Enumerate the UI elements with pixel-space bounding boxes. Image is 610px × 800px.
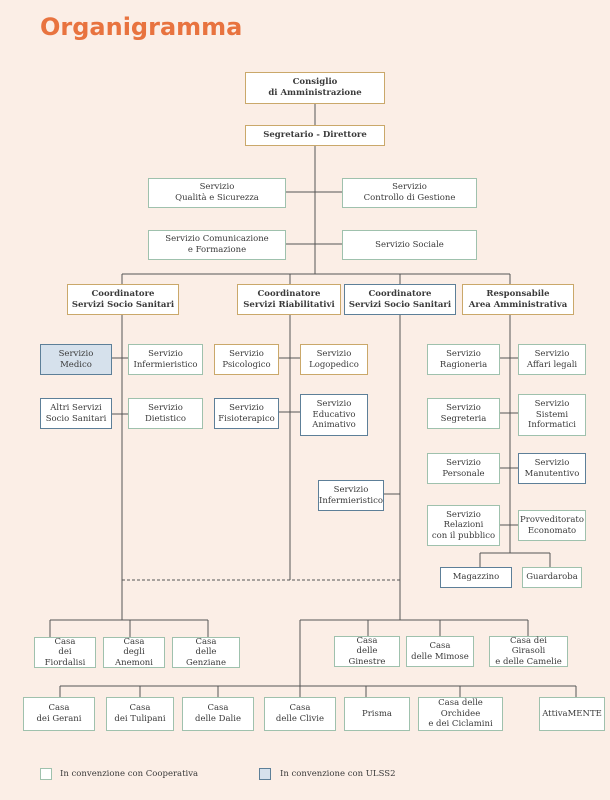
psicologico-box: Servizio Psicologico (214, 344, 279, 375)
altri-servizi-box: Altri Servizi Socio Sanitari (40, 398, 112, 429)
legend-swatch-cooperativa (40, 768, 52, 780)
casa-dalie-box: Casa delle Dalie (182, 697, 254, 731)
educativo-animativo-box: Servizio Educativo Animativo (300, 394, 368, 436)
legend-swatch-ulss (259, 768, 271, 780)
coordinatore-socio-sanitari-2: Coordinatore Servizi Socio Sanitari (344, 284, 456, 315)
page-title: Organigramma (40, 13, 243, 41)
controllo-box: Servizio Controllo di Gestione (342, 178, 477, 208)
infermieristico-box-1: Servizio Infermieristico (128, 344, 203, 375)
sistemi-informatici-box: Servizio Sistemi Informatici (518, 394, 586, 436)
casa-anemoni-box: Casa degli Anemoni (103, 637, 165, 668)
fisioterapico-box: Servizio Fisioterapico (214, 398, 279, 429)
casa-tulipani-box: Casa dei Tulipani (106, 697, 174, 731)
ragioneria-box: Servizio Ragioneria (427, 344, 500, 375)
consiglio-box: Consiglio di Amministrazione (245, 72, 385, 104)
casa-orchidee-ciclamini-box: Casa delle Orchidee e dei Ciclamini (418, 697, 503, 731)
qualita-box: Servizio Qualità e Sicurezza (148, 178, 286, 208)
casa-ginestre-box: Casa delle Ginestre (334, 636, 400, 667)
guardaroba-box: Guardaroba (522, 567, 582, 588)
comunicazione-box: Servizio Comunicazione e Formazione (148, 230, 286, 260)
affari-legali-box: Servizio Affari legali (518, 344, 586, 375)
medico-box: Servizio Medico (40, 344, 112, 375)
casa-girasoli-camelie-box: Casa dei Girasoli e delle Camelie (489, 636, 568, 667)
personale-box: Servizio Personale (427, 453, 500, 484)
logopedico-box: Servizio Logopedico (300, 344, 368, 375)
infermieristico-box-2: Servizio Infermieristico (318, 480, 384, 511)
casa-clivie-box: Casa delle Clivie (264, 697, 336, 731)
segreteria-box: Servizio Segreteria (427, 398, 500, 429)
legend-label-ulss: In convenzione con ULSS2 (280, 769, 396, 779)
responsabile-area-amministrativa: Responsabile Area Amministrativa (462, 284, 574, 315)
casa-fiordalisi-box: Casa dei Fiordalisi (34, 637, 96, 668)
segretario-box: Segretario - Direttore (245, 125, 385, 146)
manutentivo-box: Servizio Manutentivo (518, 453, 586, 484)
casa-genziane-box: Casa delle Genziane (172, 637, 240, 668)
attivamente-box: AttivaMENTE (539, 697, 605, 731)
provveditorato-box: Provveditorato Economato (518, 510, 586, 541)
coordinatore-socio-sanitari-1: Coordinatore Servizi Socio Sanitari (67, 284, 179, 315)
casa-mimose-box: Casa delle Mimose (406, 636, 474, 667)
magazzino-box: Magazzino (440, 567, 512, 588)
prisma-box: Prisma (344, 697, 410, 731)
casa-gerani-box: Casa dei Gerani (23, 697, 95, 731)
sociale-box: Servizio Sociale (342, 230, 477, 260)
dietistico-box: Servizio Dietistico (128, 398, 203, 429)
relazioni-pubblico-box: Servizio Relazioni con il pubblico (427, 505, 500, 546)
legend-label-cooperativa: In convenzione con Cooperativa (60, 769, 199, 779)
coordinatore-riabilitativi: Coordinatore Servizi Riabilitativi (237, 284, 341, 315)
